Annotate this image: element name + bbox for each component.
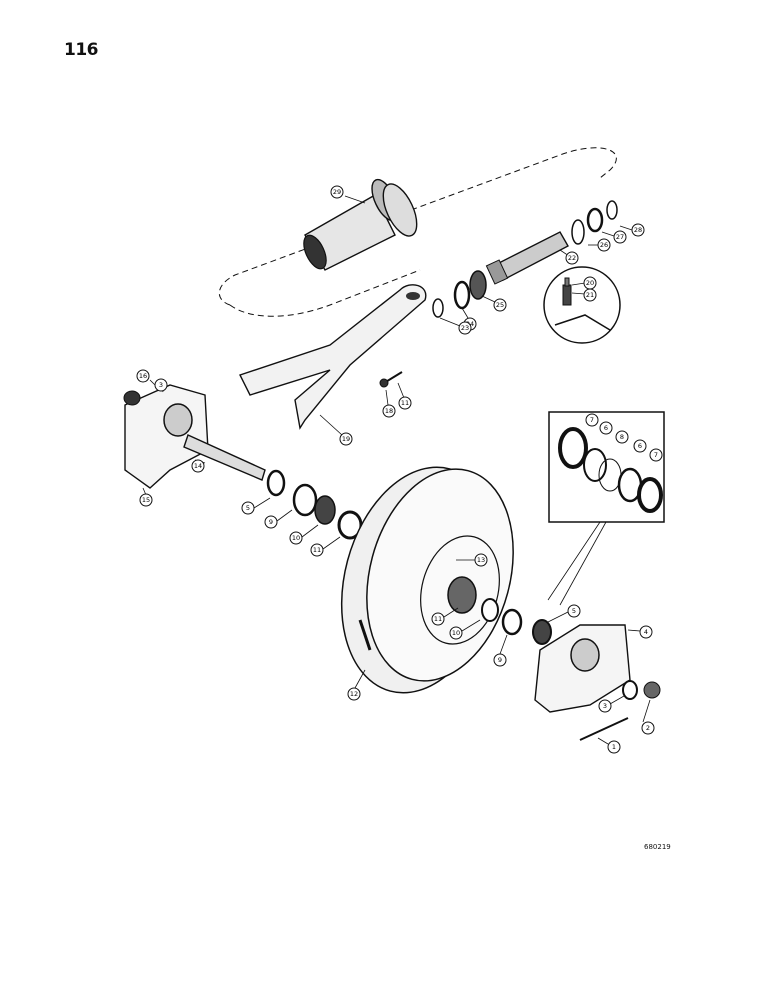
callout-7-inset-left: 7: [585, 413, 599, 427]
callout-6-inset-right: 6: [633, 439, 647, 453]
upper-bearings: [432, 200, 618, 318]
callout-13-label: 13: [477, 556, 485, 564]
upper-shaft-part: [485, 231, 569, 285]
callout-8-inset-label: 8: [620, 433, 624, 441]
callout-3-bottom-label: 3: [603, 702, 607, 710]
callout-27-label: 27: [616, 233, 624, 241]
callout-29: 29: [330, 185, 344, 199]
callout-5-left: 5: [241, 501, 255, 515]
page-number: 116: [64, 40, 99, 60]
callout-11-right: 11: [431, 612, 445, 626]
callout-11-top: 11: [398, 396, 412, 410]
callout-28-label: 28: [634, 226, 642, 234]
callout-3-top: 3: [154, 378, 168, 392]
callout-12-label: 12: [350, 690, 358, 698]
callout-11-left-label: 11: [313, 546, 321, 554]
callout-3-bottom: 3: [598, 699, 612, 713]
callout-7-inset-right: 7: [649, 448, 663, 462]
seal-inset: [547, 411, 665, 606]
callout-10-left: 10: [289, 531, 303, 545]
sleeve-part: [303, 178, 418, 271]
callout-6-inset-left: 6: [599, 421, 613, 435]
callout-12: 12: [347, 687, 361, 701]
callout-2: 2: [641, 721, 655, 735]
callout-19: 19: [339, 432, 353, 446]
callout-21: 21: [583, 288, 597, 302]
left-bearings: [292, 483, 363, 540]
callout-9-left: 9: [264, 515, 278, 529]
callout-6-inset-right-label: 6: [638, 442, 642, 450]
yoke-arm-part: [239, 284, 427, 430]
left-bracket-part: [123, 384, 209, 489]
callout-10-right: 10: [449, 626, 463, 640]
callout-15-label: 15: [142, 496, 150, 504]
callout-26-label: 26: [600, 241, 608, 249]
idler-wheel-part: [340, 466, 552, 694]
callout-21-label: 21: [586, 291, 594, 299]
callout-7-inset-right-label: 7: [654, 451, 658, 459]
callout-10-right-label: 10: [452, 629, 460, 637]
callout-10-left-label: 10: [292, 534, 300, 542]
callout-20-label: 20: [586, 279, 594, 287]
callout-5-right: 5: [567, 604, 581, 618]
callout-18: 18: [382, 404, 396, 418]
callout-11-right-label: 11: [434, 615, 442, 623]
callout-16-label: 16: [139, 372, 147, 380]
callout-16: 16: [136, 369, 150, 383]
bolt-part: [379, 371, 403, 388]
callout-14: 14: [191, 459, 205, 473]
callout-8-inset: 8: [615, 430, 629, 444]
callout-3-top-label: 3: [159, 381, 163, 389]
callout-25-label: 25: [496, 301, 504, 309]
dashed-group-outline: [218, 147, 617, 306]
callout-5-right-label: 5: [572, 607, 576, 615]
callout-20: 20: [583, 276, 597, 290]
callout-1-label: 1: [612, 743, 616, 751]
washer-nut-pin: [579, 680, 661, 741]
callout-29-label: 29: [333, 188, 341, 196]
callout-9-right-label: 9: [498, 656, 502, 664]
callout-18-label: 18: [385, 407, 393, 415]
callout-1: 1: [607, 740, 621, 754]
callout-9-left-label: 9: [269, 518, 273, 526]
callout-5-left-label: 5: [246, 504, 250, 512]
callout-14-label: 14: [194, 462, 202, 470]
callout-11-left: 11: [310, 543, 324, 557]
callout-22-label: 22: [568, 254, 576, 262]
callout-27: 27: [613, 230, 627, 244]
callout-4-label: 4: [644, 628, 648, 636]
callout-15: 15: [139, 493, 153, 507]
axle-shaft-part: [183, 434, 286, 497]
callout-2-label: 2: [646, 724, 650, 732]
grease-fitting-inset: [543, 266, 621, 344]
callout-7-inset-left-label: 7: [590, 416, 594, 424]
callout-4: 4: [639, 625, 653, 639]
callout-23: 23: [458, 321, 472, 335]
callout-19-label: 19: [342, 435, 350, 443]
figure-code: 680219: [644, 843, 671, 851]
callout-6-inset-left-label: 6: [604, 424, 608, 432]
callout-23-label: 23: [461, 324, 469, 332]
callout-28: 28: [631, 223, 645, 237]
right-bracket-part: [534, 624, 631, 713]
callout-9-right: 9: [493, 653, 507, 667]
callout-11-top-label: 11: [401, 399, 409, 407]
callout-26: 26: [597, 238, 611, 252]
callout-13: 13: [474, 553, 488, 567]
callout-25: 25: [493, 298, 507, 312]
callout-22: 22: [565, 251, 579, 265]
